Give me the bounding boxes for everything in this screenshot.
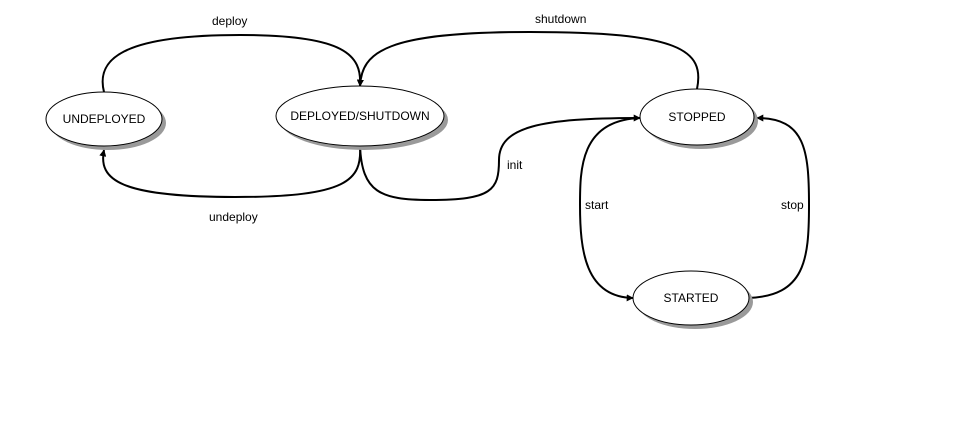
node-started[interactable]: STARTED bbox=[632, 270, 753, 329]
node-label-deployed-shutdown: DEPLOYED/SHUTDOWN bbox=[290, 109, 429, 123]
edge-stop[interactable] bbox=[747, 114, 811, 299]
node-ellipse bbox=[639, 88, 755, 146]
node-label-stopped: STOPPED bbox=[668, 110, 725, 124]
edge-labels: deploy undeploy shutdown init start stop bbox=[209, 12, 804, 224]
edge-undeploy[interactable] bbox=[99, 145, 362, 199]
node-ellipse bbox=[45, 91, 163, 147]
node-label-undeployed: UNDEPLOYED bbox=[63, 112, 146, 126]
edge-label-init: init bbox=[507, 158, 523, 172]
edge-label-shutdown: shutdown bbox=[535, 12, 586, 26]
node-stopped[interactable]: STOPPED bbox=[639, 88, 758, 149]
node-label-started: STARTED bbox=[664, 291, 719, 305]
edge-label-deploy: deploy bbox=[212, 14, 247, 28]
edge-shutdown[interactable] bbox=[356, 30, 700, 90]
edge-label-undeploy: undeploy bbox=[209, 210, 258, 224]
node-undeployed[interactable]: UNDEPLOYED bbox=[45, 91, 166, 150]
node-deployed-shutdown[interactable]: DEPLOYED/SHUTDOWN bbox=[275, 85, 448, 150]
edge-label-stop: stop bbox=[781, 198, 804, 212]
node-ellipse bbox=[275, 85, 445, 147]
edge-label-start: start bbox=[585, 198, 609, 212]
edge-init[interactable] bbox=[359, 114, 641, 202]
edges bbox=[99, 30, 811, 302]
node-ellipse bbox=[632, 270, 750, 326]
edge-deploy[interactable] bbox=[101, 33, 364, 93]
edge-start[interactable] bbox=[578, 117, 641, 302]
